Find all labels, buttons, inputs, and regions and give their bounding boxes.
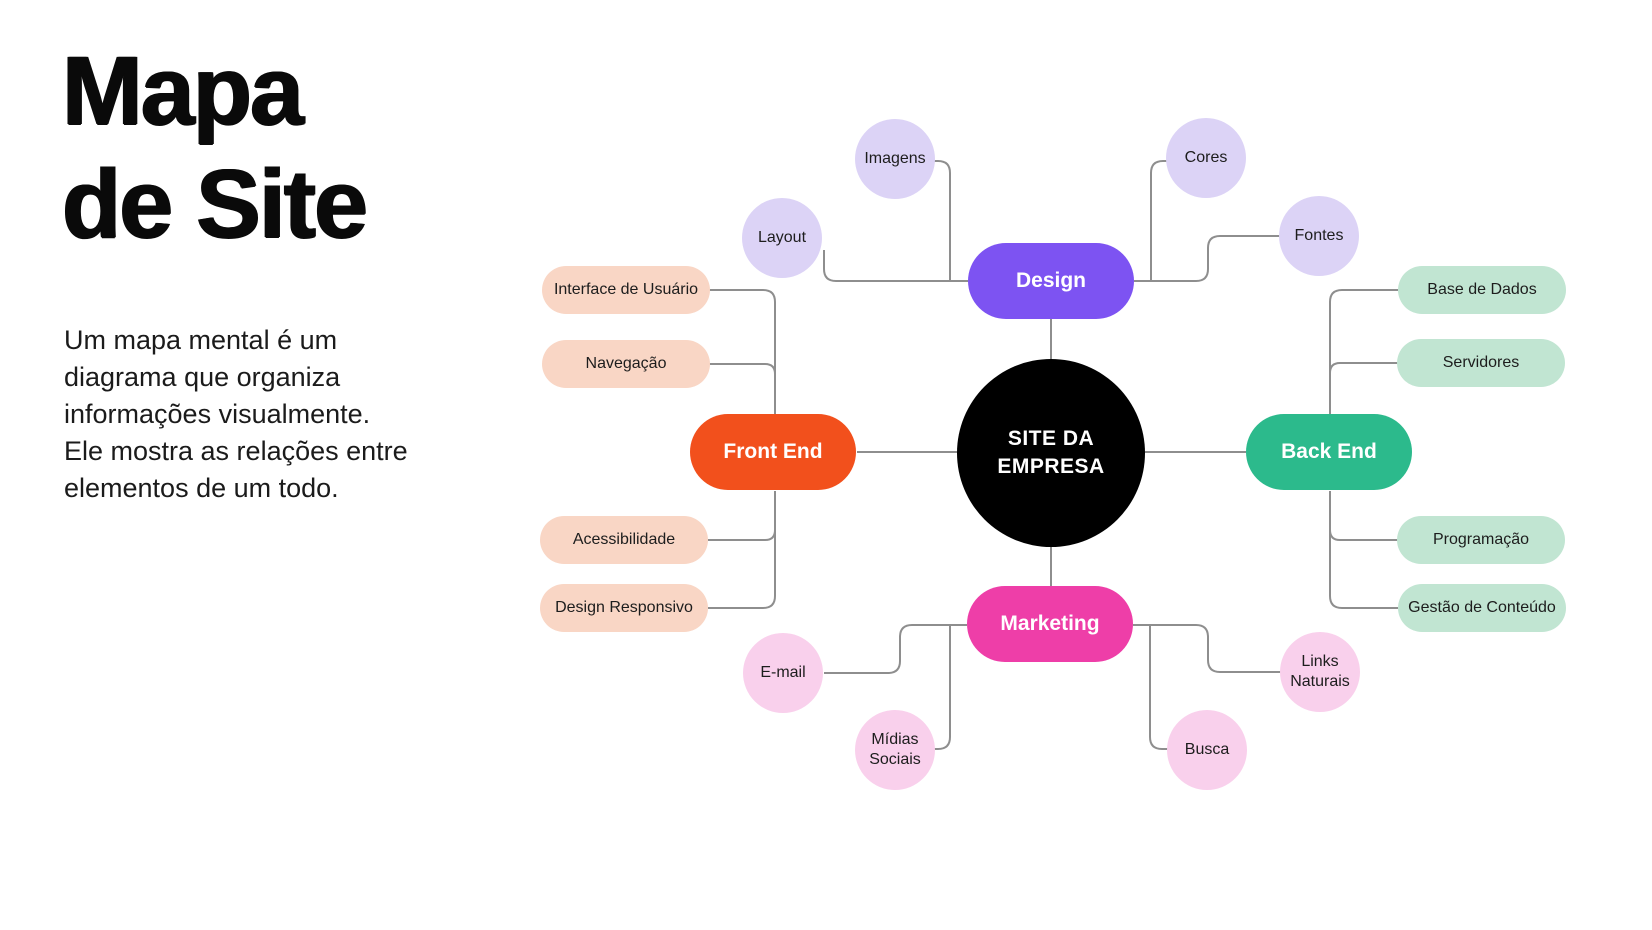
node-front-end: Front End [690, 414, 856, 490]
node-marketing: Marketing [967, 586, 1133, 662]
connector-front-end-acessibilidade [708, 529, 776, 541]
connector-design-imagens [932, 160, 951, 281]
node-site-da-empresa: SITE DA EMPRESA [957, 359, 1145, 547]
connector-back-end-gestao [1329, 491, 1398, 609]
node-cores: Cores [1166, 118, 1246, 198]
connector-back-end-base-de-dados [1329, 289, 1398, 414]
connector-design-fontes [1134, 235, 1281, 282]
page-title: Mapa de Site [62, 36, 368, 259]
node-busca: Busca [1167, 710, 1247, 790]
node-imagens: Imagens [855, 119, 935, 199]
connector-group [708, 160, 1398, 750]
connector-front-end-navegacao [708, 363, 776, 375]
node-back-end: Back End [1246, 414, 1412, 490]
node-design-responsivo: Design Responsivo [540, 584, 708, 632]
connector-marketing-links [1133, 624, 1281, 673]
node-acessibilidade: Acessibilidade [540, 516, 708, 564]
node-servidores: Servidores [1397, 339, 1565, 387]
page-description: Um mapa mental é um diagrama que organiz… [64, 325, 408, 503]
connector-front-end-design-responsivo [708, 491, 776, 609]
node-gestao-de-conteudo: Gestão de Conteúdo [1398, 584, 1566, 632]
connector-back-end-servidores [1329, 362, 1398, 374]
node-design: Design [968, 243, 1134, 319]
node-links-naturais: Links Naturais [1280, 632, 1360, 712]
connector-marketing-busca [1149, 625, 1168, 750]
node-interface-de-usuario: Interface de Usuário [542, 266, 710, 314]
node-base-de-dados: Base de Dados [1398, 266, 1566, 314]
node-programacao: Programação [1397, 516, 1565, 564]
connector-marketing-midias [933, 625, 951, 750]
connector-front-end-interface [709, 289, 776, 414]
node-navegacao: Navegação [542, 340, 710, 388]
connector-design-layout [823, 250, 968, 282]
node-email: E-mail [743, 633, 823, 713]
node-fontes: Fontes [1279, 196, 1359, 276]
node-midias-sociais: Mídias Sociais [855, 710, 935, 790]
connector-marketing-email [824, 624, 967, 674]
connector-design-cores [1150, 160, 1169, 281]
connector-back-end-programacao [1329, 529, 1398, 541]
node-layout: Layout [742, 198, 822, 278]
